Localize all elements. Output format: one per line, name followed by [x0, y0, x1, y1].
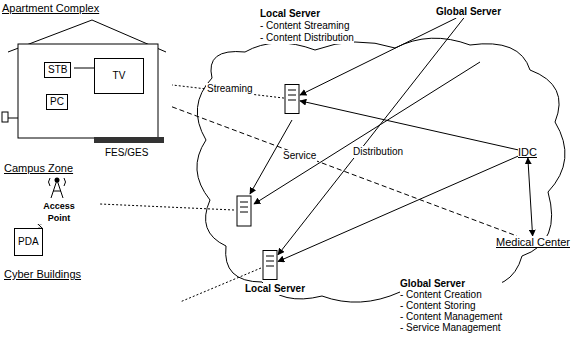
node-heading: PC [50, 96, 64, 108]
global-server-functions: Global Server- Content Creation- Content… [400, 278, 502, 333]
node-heading: Local Server [245, 283, 305, 295]
text-group: Apartment Complex [2, 2, 99, 14]
node-heading: IDC [518, 146, 537, 158]
modem-icon [2, 112, 8, 122]
pda-device: PDA [14, 228, 43, 256]
antenna-outline [36, 176, 82, 200]
node-heading: Medical Center [496, 236, 570, 248]
apartment-house: Apartment ComplexSTB TV PC [2, 2, 172, 148]
text-group: Local Server- Content Streaming- Content… [260, 8, 354, 44]
node-heading: Local Server [260, 8, 354, 20]
server-slot [266, 256, 274, 257]
server-slot [240, 202, 248, 203]
antenna-brace [53, 191, 61, 192]
stb-box: STB [44, 62, 71, 78]
node-text: - Content Streaming [260, 20, 354, 32]
medical-center: Medical Center [496, 236, 570, 248]
node-text: - Content Management [400, 311, 502, 322]
house-wall [18, 44, 158, 138]
pc-box: PC [46, 94, 68, 110]
server-outline [284, 84, 300, 114]
antenna-mast [51, 180, 63, 198]
server-body [285, 85, 299, 114]
server-slot [288, 95, 296, 96]
access-link [100, 204, 234, 210]
diagram-label: Campus Zone [3, 162, 74, 174]
node-text: - Content Creation [400, 289, 502, 300]
antenna-tip [55, 178, 60, 183]
network-link [172, 107, 517, 236]
network-cloud [197, 38, 565, 302]
tv-box: TV [94, 58, 144, 94]
node-heading: Access Point [36, 200, 82, 224]
node-heading: PDA [18, 236, 39, 248]
node-heading: STB [48, 64, 67, 76]
node-heading: Apartment Complex [2, 2, 99, 14]
node-heading: TV [113, 70, 126, 82]
node-heading: Global Server [400, 278, 502, 289]
diagram-label: Streaming [206, 83, 254, 95]
server-slot [240, 212, 248, 213]
network-link [278, 18, 464, 255]
house-outline [2, 2, 172, 148]
server-icon [237, 196, 251, 226]
node-text: - Content Storing [400, 300, 502, 311]
server-slot [266, 261, 274, 262]
signal-waves [49, 178, 66, 186]
local-server: Local Server- Content Streaming- Content… [284, 84, 300, 114]
idc-site: IDC [518, 146, 537, 158]
node-heading: Global Server [436, 6, 501, 18]
node-text: - Service Management [400, 322, 502, 333]
node-text: - Content Distribution [260, 32, 354, 44]
network-link [300, 101, 518, 150]
server-slot [266, 266, 274, 267]
server-body [237, 196, 251, 226]
distribution-arrow [254, 62, 480, 204]
network-link [278, 156, 518, 261]
stb-cable [74, 68, 94, 69]
network-link [528, 158, 533, 236]
server-slot [288, 90, 296, 91]
diagram-label: Distribution [352, 146, 404, 158]
local-server: Local Server [262, 250, 278, 280]
server-body [263, 251, 277, 280]
text-group: Local Server [245, 283, 305, 295]
access-point: Access Point [36, 176, 82, 224]
diagram-label: FES/GES [104, 147, 149, 159]
fes-ges-bar [94, 137, 164, 143]
server-slot [288, 100, 296, 101]
diagram-label: Service [282, 150, 317, 162]
global-server: Global Server [436, 6, 501, 18]
server-slot [240, 207, 248, 208]
server-outline [262, 250, 278, 280]
diagram-label: Cyber Buildings [3, 268, 82, 280]
